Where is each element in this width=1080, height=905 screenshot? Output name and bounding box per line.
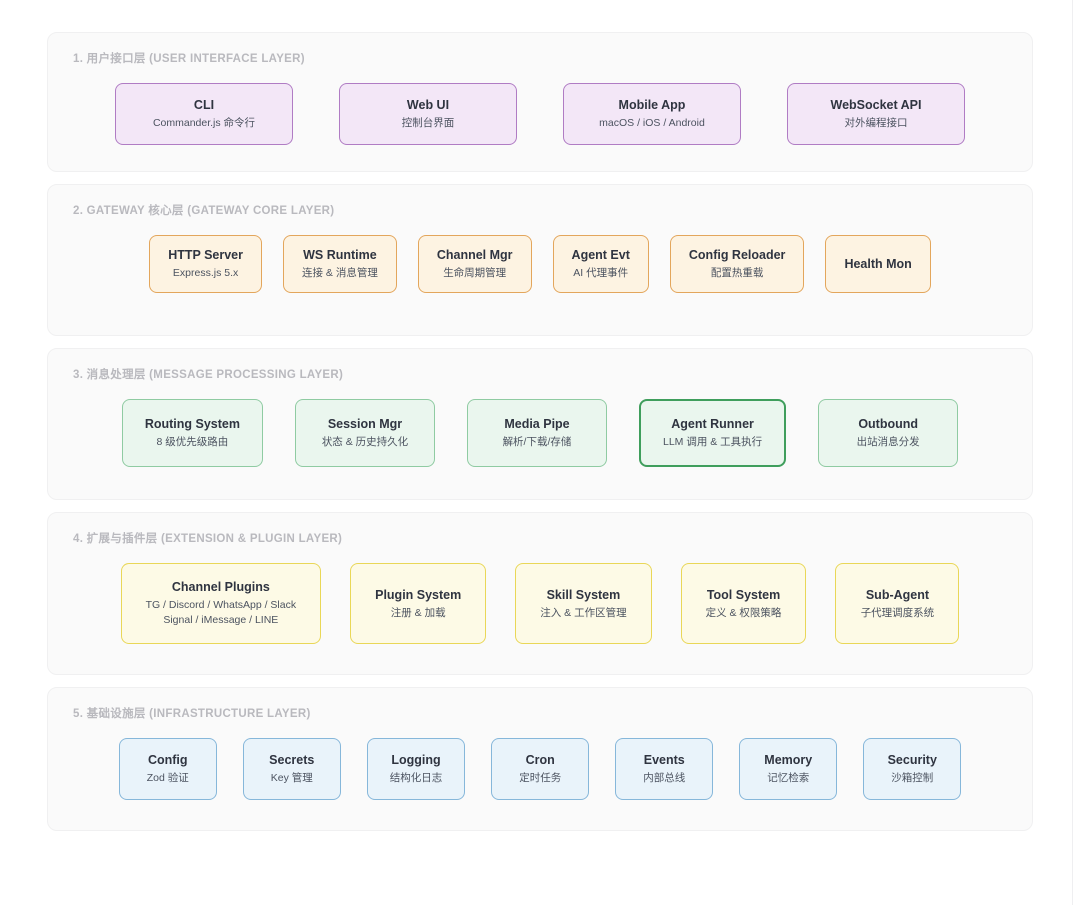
component-card[interactable]: Tool System 定义 & 权限策略 [680,563,807,644]
component-card-title: Config [147,753,188,767]
component-card[interactable]: Channel Mgr 生命周期管理 [417,235,532,293]
component-card-subtitle: 记忆检索 [767,772,810,784]
component-card-title: Memory [764,753,813,767]
component-card-subtitle: 状态 & 历史持久化 [321,436,409,448]
component-card[interactable]: Sub-Agent 子代理调度系统 [835,563,960,644]
component-card-title: Cron [525,753,555,767]
component-card[interactable]: Mobile App macOS / iOS / Android [563,83,741,145]
component-card-title: Media Pipe [504,417,570,431]
layer-3-title: 3. 消息处理层 (MESSAGE PROCESSING LAYER) [73,369,344,381]
component-card-subtitle: 定时任务 [519,772,562,784]
component-card-subtitle-2: Signal / iMessage / LINE [163,614,279,626]
component-card-subtitle: Key 管理 [270,772,313,784]
component-card-subtitle: 解析/下载/存储 [502,436,572,448]
layer-1-title: 1. 用户接口层 (USER INTERFACE LAYER) [73,53,305,65]
layer-3-card-row: Routing System 8 级优先级路由 Session Mgr 状态 & 历史… [68,399,1012,467]
component-card-title: Config Reloader [688,248,786,262]
component-card-title: Plugin System [375,587,462,602]
layer-1-card-row: CLI Commander.js 命令行 Web UI 控制台界面 Mobile App… [68,83,1012,145]
component-card[interactable]: Routing System 8 级优先级路由 [121,399,263,467]
component-card-subtitle: AI 代理事件 [573,267,629,279]
component-card-subtitle: macOS / iOS / Android [599,117,705,129]
component-card[interactable]: Plugin System 注册 & 加载 [350,563,487,644]
component-card-title: Security [887,753,937,767]
component-card-subtitle: LLM 调用 & 工具执行 [662,436,763,448]
component-card-title: WS Runtime [303,248,377,262]
component-card-title: Tool System [706,587,781,602]
component-card-subtitle: 配置热重载 [710,267,764,279]
layer-2: 2. GATEWAY 核心层 (GATEWAY CORE LAYER) HTTP … [47,184,1033,336]
component-card[interactable]: Web UI 控制台界面 [339,83,517,145]
component-card[interactable]: Memory 记忆检索 [739,738,838,800]
component-card-title: Agent Evt [571,248,630,262]
component-card-title: Agent Runner [671,417,754,431]
component-card-title: Routing System [144,417,240,431]
component-card[interactable]: Skill System 注入 & 工作区管理 [515,563,652,644]
component-card-title: Session Mgr [327,417,403,431]
component-card-title: Channel Plugins [171,580,270,594]
component-card-title: Logging [391,753,441,767]
layer-stack: 1. 用户接口层 (USER INTERFACE LAYER) CLI Comman… [47,32,1033,831]
component-card-subtitle: Commander.js 命令行 [152,117,256,129]
component-card-subtitle: 注入 & 工作区管理 [540,606,627,619]
component-card[interactable]: Security 沙箱控制 [863,738,962,800]
component-card[interactable]: Session Mgr 状态 & 历史持久化 [294,399,435,467]
component-card-subtitle: TG / Discord / WhatsApp / Slack [145,599,297,611]
component-card[interactable]: Cron 定时任务 [491,738,590,800]
component-card[interactable]: Events 内部总线 [615,738,714,800]
component-card-subtitle: 8 级优先级路由 [156,436,229,448]
component-card-subtitle: 连接 & 消息管理 [302,267,378,279]
component-card[interactable]: Media Pipe 解析/下载/存储 [466,399,607,467]
component-card-title: Channel Mgr [436,248,513,262]
component-card[interactable]: WebSocket API 对外编程接口 [787,83,965,145]
component-card-subtitle: 沙箱控制 [891,772,934,784]
component-card[interactable]: Health Mon [825,235,931,293]
component-card-title: Sub-Agent [865,587,930,602]
component-card-title: WebSocket API [830,98,922,112]
component-card-title: Health Mon [844,257,912,271]
component-card-subtitle: Express.js 5.x [172,267,239,279]
component-card[interactable]: Outbound 出站消息分发 [818,399,959,467]
component-card[interactable]: Agent Evt AI 代理事件 [552,235,649,293]
page-right-rule [1072,0,1073,905]
layer-2-title: 2. GATEWAY 核心层 (GATEWAY CORE LAYER) [73,205,335,217]
component-card-subtitle: 结构化日志 [389,772,443,784]
component-card[interactable]: CLI Commander.js 命令行 [115,83,293,145]
layer-4: 4. 扩展与插件层 (EXTENSION & PLUGIN LAYER) Chan… [47,512,1033,675]
component-card-title: Outbound [858,417,919,431]
component-card-subtitle: 定义 & 权限策略 [705,606,782,619]
layer-1: 1. 用户接口层 (USER INTERFACE LAYER) CLI Comman… [47,32,1033,172]
component-card-title: Mobile App [618,98,686,112]
layer-4-title: 4. 扩展与插件层 (EXTENSION & PLUGIN LAYER) [73,533,343,545]
component-card-subtitle: 出站消息分发 [856,436,920,448]
component-card-subtitle: Zod 验证 [146,772,189,784]
component-card-title: CLI [193,98,215,112]
component-card-subtitle: 子代理调度系统 [860,606,935,619]
component-card-subtitle: 生命周期管理 [443,267,507,279]
component-card-subtitle: 对外编程接口 [844,117,908,129]
component-card-title: Events [643,753,685,767]
layer-5-title: 5. 基础设施层 (INFRASTRUCTURE LAYER) [73,708,311,720]
layer-4-card-row: Channel Plugins TG / Discord / WhatsApp /… [68,563,1012,644]
component-card-subtitle: 内部总线 [643,772,686,784]
component-card[interactable]: WS Runtime 连接 & 消息管理 [283,235,397,293]
component-card-title: Secrets [269,753,315,767]
component-card-title: Web UI [406,98,450,112]
component-card-subtitle: 控制台界面 [401,117,455,129]
component-card[interactable]: Channel Plugins TG / Discord / WhatsApp /… [120,563,322,644]
component-card-title: Skill System [546,587,621,602]
component-card[interactable]: Logging 结构化日志 [366,738,466,800]
component-card-title: HTTP Server [168,248,243,262]
component-card-subtitle: 注册 & 加载 [390,606,446,619]
component-card[interactable]: Config Reloader 配置热重载 [669,235,805,293]
layer-3: 3. 消息处理层 (MESSAGE PROCESSING LAYER) Routi… [47,348,1033,500]
